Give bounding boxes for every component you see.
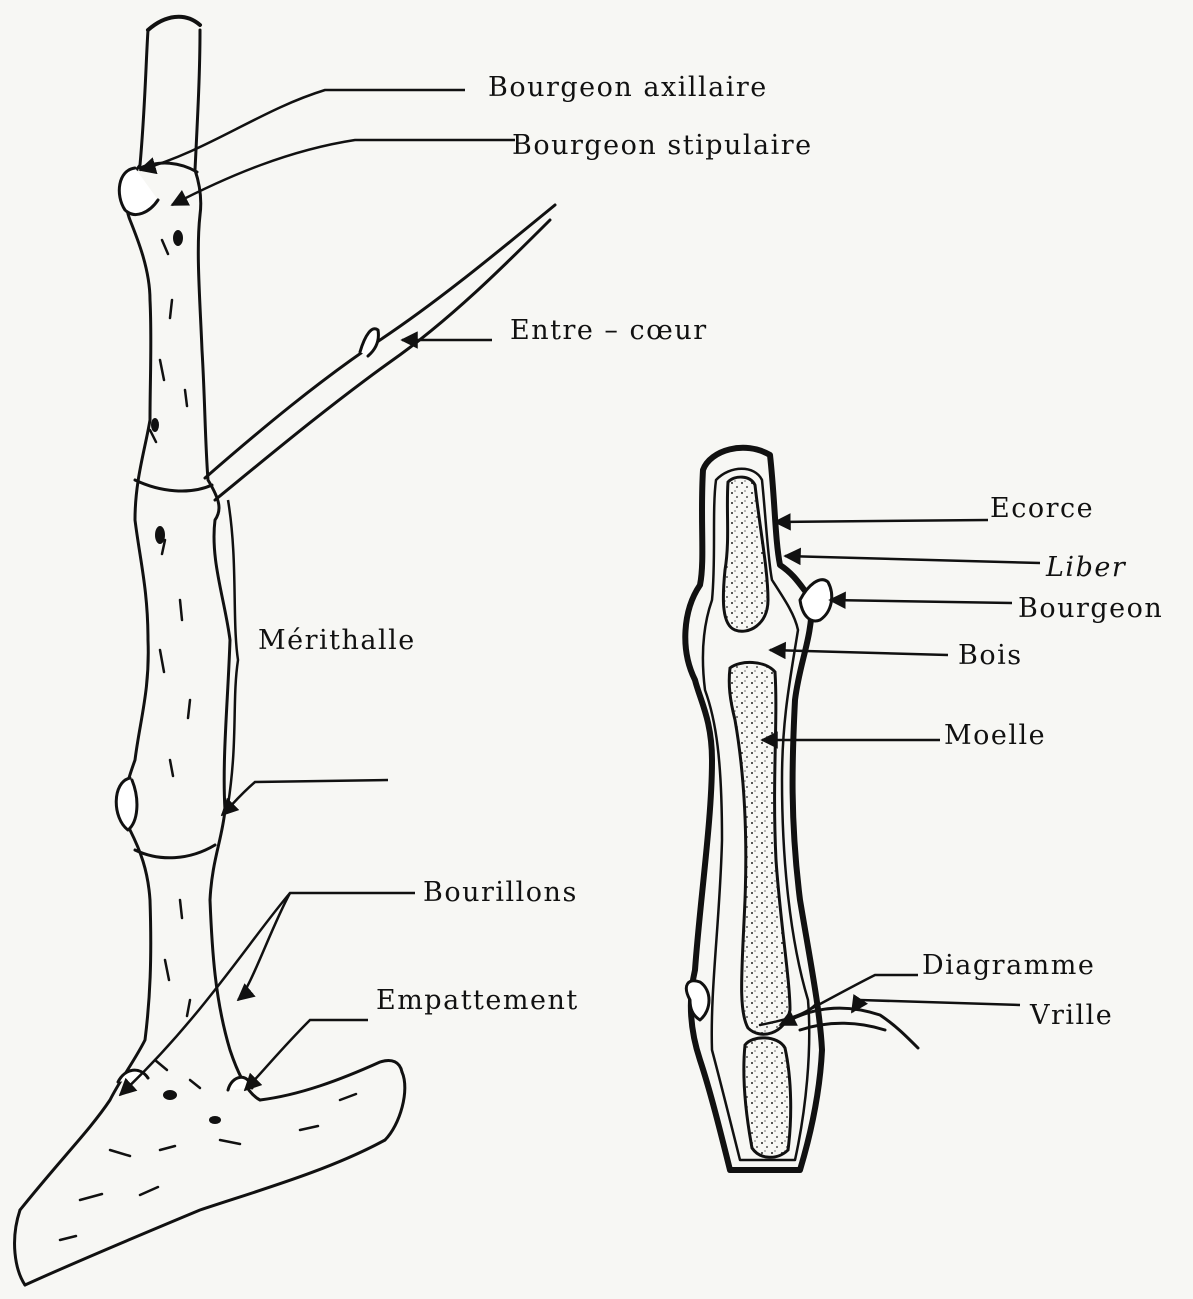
upper-node-bud xyxy=(119,168,158,215)
leader-bourgeon xyxy=(830,600,1012,603)
old-wood-bottom-edge xyxy=(25,1140,385,1285)
label-empattement: Empattement xyxy=(376,985,579,1016)
section-pith xyxy=(723,477,790,1157)
old-wood-top-edge xyxy=(260,1060,402,1100)
node-ring-lower xyxy=(135,845,215,858)
leader-bourgeon-axillaire xyxy=(140,90,465,170)
label-bois: Bois xyxy=(958,640,1023,671)
node-ring-middle xyxy=(135,480,212,491)
label-bourgeon-stipulaire: Bourgeon stipulaire xyxy=(512,130,813,161)
label-entre-coeur: Entre – cœur xyxy=(510,315,708,346)
leader-bourgeon-stipulaire xyxy=(172,140,515,205)
label-bourgeon-axillaire: Bourgeon axillaire xyxy=(488,72,768,103)
pith-lower xyxy=(744,1038,791,1157)
label-bourgeon: Bourgeon xyxy=(1018,593,1163,624)
leader-ecorce xyxy=(775,520,988,522)
pith-upper xyxy=(723,477,768,631)
label-merithalle: Mérithalle xyxy=(258,625,416,656)
leader-bourillons-2 xyxy=(238,893,290,1000)
label-diagramme: Diagramme xyxy=(922,950,1095,981)
label-bourillons: Bourillons xyxy=(423,877,578,908)
label-vrille: Vrille xyxy=(1030,1000,1113,1031)
leader-vrille xyxy=(852,1000,1020,1012)
lateral-shoot-lower-edge xyxy=(215,220,550,500)
leader-lines xyxy=(120,90,1040,1095)
lateral-shoot xyxy=(205,205,555,478)
label-moelle: Moelle xyxy=(944,720,1046,751)
leader-bois xyxy=(770,650,948,655)
leader-empattement xyxy=(245,1020,368,1090)
old-wood-left-end xyxy=(15,1210,25,1285)
old-wood-end xyxy=(385,1072,405,1140)
leader-merithalle-node xyxy=(222,780,388,815)
lower-node-bud xyxy=(116,778,137,830)
cane-stem-right-edge xyxy=(195,30,260,1100)
pith-middle xyxy=(729,662,790,1034)
leader-liber xyxy=(785,556,1040,563)
section-tendril-lower xyxy=(800,1023,885,1030)
label-ecorce: Ecorce xyxy=(990,493,1094,524)
cane-top-cut xyxy=(148,17,200,30)
lateral-shoot-bud xyxy=(360,329,378,356)
label-liber: Liber xyxy=(1046,552,1126,583)
